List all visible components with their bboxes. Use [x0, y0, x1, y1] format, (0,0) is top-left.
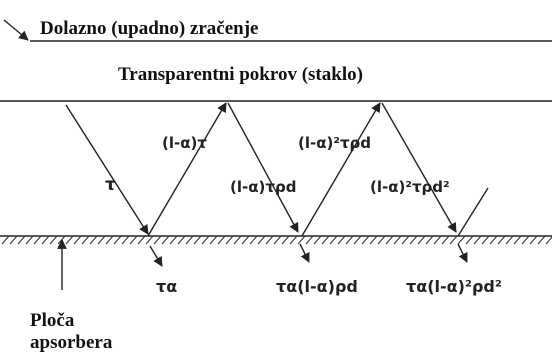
hatch-mark — [97, 235, 106, 245]
ray-paths — [57, 102, 489, 290]
hatch-mark — [537, 235, 546, 245]
hatch-mark — [129, 235, 138, 245]
hatch-mark — [257, 235, 266, 245]
absorber-plate-hatching — [1, 235, 552, 245]
hatch-mark — [417, 235, 426, 245]
hatch-mark — [265, 235, 274, 245]
hatch-mark — [9, 235, 18, 245]
hatch-mark — [393, 235, 402, 245]
hatch-mark — [313, 235, 322, 245]
hatch-mark — [121, 235, 130, 245]
absorber-plate-label-line2: apsorbera — [30, 332, 113, 353]
term-1-alpha-sq-tau-rho-sq: (l-α)²τρd² — [370, 178, 450, 196]
hatch-mark — [17, 235, 26, 245]
hatch-mark — [233, 235, 242, 245]
term-1-alpha-sq-tau-rho: (l-α)²τρd — [298, 134, 371, 152]
term-tau: τ — [105, 175, 116, 195]
hatch-mark — [529, 235, 538, 245]
hatch-mark — [497, 235, 506, 245]
hatch-mark — [289, 235, 298, 245]
incoming-radiation-label: Dolazno (upadno) zračenje — [40, 18, 258, 39]
hatch-mark — [329, 235, 338, 245]
hatch-mark — [297, 235, 306, 245]
term-1-alpha-tau-rho: (l-α)τρd — [230, 178, 296, 196]
hatch-mark — [505, 235, 514, 245]
hatch-mark — [513, 235, 522, 245]
ray-reflect-2-up — [301, 102, 381, 237]
hatch-mark — [105, 235, 114, 245]
hatch-mark — [369, 235, 378, 245]
hatch-mark — [409, 235, 418, 245]
hatch-mark — [145, 235, 154, 245]
hatch-mark — [113, 235, 122, 245]
hatch-mark — [185, 235, 194, 245]
hatch-mark — [353, 235, 362, 245]
hatch-mark — [321, 235, 330, 245]
hatch-mark — [521, 235, 530, 245]
hatch-mark — [81, 235, 90, 245]
hatch-mark — [489, 235, 498, 245]
hatch-mark — [401, 235, 410, 245]
hatch-mark — [41, 235, 50, 245]
hatch-mark — [209, 235, 218, 245]
hatch-mark — [441, 235, 450, 245]
hatch-mark — [177, 235, 186, 245]
term-1-alpha-tau: (l-α)τ — [162, 134, 207, 152]
term-tau-alpha-2: τα(l-α)²ρd² — [406, 277, 502, 296]
hatch-mark — [249, 235, 258, 245]
hatch-mark — [25, 235, 34, 245]
hatch-mark — [305, 235, 314, 245]
hatch-mark — [545, 236, 552, 245]
hatch-mark — [153, 235, 162, 245]
hatch-mark — [65, 235, 74, 245]
hatch-mark — [49, 235, 58, 245]
hatch-mark — [425, 235, 434, 245]
absorbed-arrow-3 — [457, 243, 468, 263]
hatch-mark — [449, 235, 458, 245]
absorbed-arrow-1 — [149, 245, 163, 267]
ray-reflect-1-up — [147, 102, 227, 237]
hatch-mark — [345, 235, 354, 245]
term-tau-alpha: τα — [156, 277, 177, 296]
hatch-mark — [377, 235, 386, 245]
hatch-mark — [33, 235, 42, 245]
hatch-mark — [201, 235, 210, 245]
absorbed-arrow-2 — [299, 243, 310, 263]
hatch-mark — [273, 235, 282, 245]
absorber-plate-label-line1: Ploča — [30, 310, 75, 331]
hatch-mark — [337, 235, 346, 245]
hatch-mark — [241, 235, 250, 245]
ray-reflect-3-up — [457, 187, 489, 237]
incoming-radiation-arrow — [3, 19, 29, 41]
hatch-mark — [161, 235, 170, 245]
hatch-mark — [433, 235, 442, 245]
hatch-mark — [217, 235, 226, 245]
hatch-mark — [193, 235, 202, 245]
hatch-mark — [1, 235, 10, 245]
hatch-mark — [281, 235, 290, 245]
hatch-mark — [385, 235, 394, 245]
ray-reflect-2-down — [381, 102, 457, 233]
term-tau-alpha-1: τα(l-α)ρd — [276, 277, 358, 296]
hatch-mark — [73, 235, 82, 245]
hatch-mark — [473, 235, 482, 245]
ray-tau-down — [65, 104, 149, 235]
hatch-mark — [137, 235, 146, 245]
hatch-mark — [361, 235, 370, 245]
hatch-mark — [89, 235, 98, 245]
hatch-mark — [481, 235, 490, 245]
glass-cover-label: Transparentni pokrov (staklo) — [118, 64, 363, 85]
hatch-mark — [225, 235, 234, 245]
ray-reflect-1-down — [227, 102, 299, 233]
hatch-mark — [457, 235, 466, 245]
hatch-mark — [169, 235, 178, 245]
hatch-mark — [465, 235, 474, 245]
